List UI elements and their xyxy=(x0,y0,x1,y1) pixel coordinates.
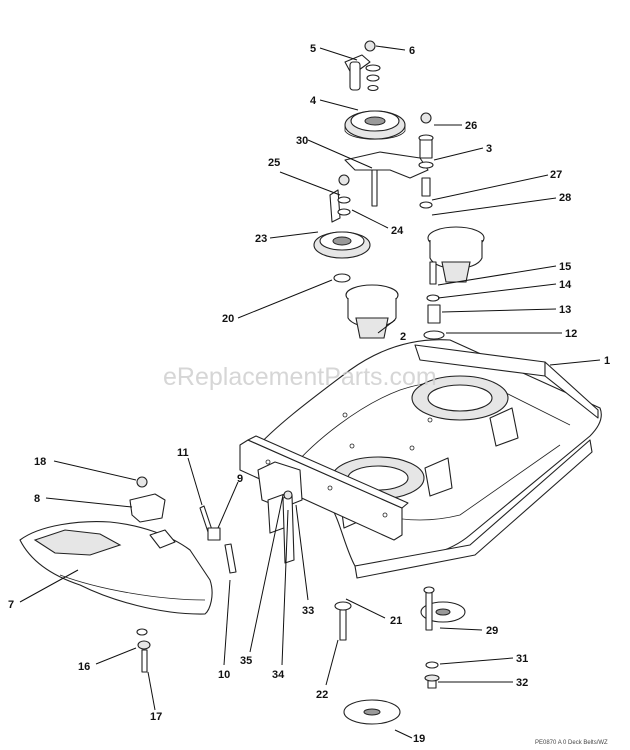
callout-34: 34 xyxy=(272,669,285,681)
callout-25: 25 xyxy=(268,157,280,169)
callout-2: 2 xyxy=(400,331,406,343)
idler-arm-assembly xyxy=(329,40,434,223)
callout-17: 17 xyxy=(150,711,162,723)
callout-3: 3 xyxy=(486,143,492,155)
callout-22: 22 xyxy=(316,689,328,701)
callout-30: 30 xyxy=(296,135,308,147)
callout-1: 1 xyxy=(604,355,610,367)
callout-10: 10 xyxy=(218,669,230,681)
callout-13: 13 xyxy=(559,304,571,316)
watermark-text: eReplacementParts.com xyxy=(163,363,437,391)
callout-6: 6 xyxy=(409,45,415,57)
left-pulley-and-spindle xyxy=(313,231,399,339)
callout-8: 8 xyxy=(34,493,40,505)
right-spindle xyxy=(423,226,485,340)
callout-19: 19 xyxy=(413,733,425,745)
callout-29: 29 xyxy=(486,625,498,637)
reference-code: PE0870 A 0 Deck Belts/WZ xyxy=(535,740,608,746)
callout-18: 18 xyxy=(34,456,46,468)
callout-20: 20 xyxy=(222,313,234,325)
callout-35: 35 xyxy=(240,655,252,667)
callout-15: 15 xyxy=(559,261,571,273)
callout-14: 14 xyxy=(559,279,572,291)
callout-26: 26 xyxy=(465,120,477,132)
callout-16: 16 xyxy=(78,661,90,673)
discharge-chute-assembly xyxy=(19,476,237,673)
callout-7: 7 xyxy=(8,599,14,611)
callout-31: 31 xyxy=(516,653,528,665)
deck-mounting-hardware xyxy=(282,490,466,725)
callout-12: 12 xyxy=(565,328,577,340)
callout-5: 5 xyxy=(310,43,316,55)
callout-33: 33 xyxy=(302,605,314,617)
leader-lines xyxy=(19,45,601,739)
callout-27: 27 xyxy=(550,169,562,181)
callout-32: 32 xyxy=(516,677,528,689)
callout-24: 24 xyxy=(391,225,404,237)
callout-21: 21 xyxy=(390,615,402,627)
callout-labels: 5 6 4 30 25 24 23 20 2 26 3 27 28 15 14 … xyxy=(8,43,610,745)
callout-28: 28 xyxy=(559,192,571,204)
callout-4: 4 xyxy=(310,95,317,107)
callout-9: 9 xyxy=(237,473,243,485)
callout-23: 23 xyxy=(255,233,267,245)
callout-11: 11 xyxy=(177,447,189,459)
